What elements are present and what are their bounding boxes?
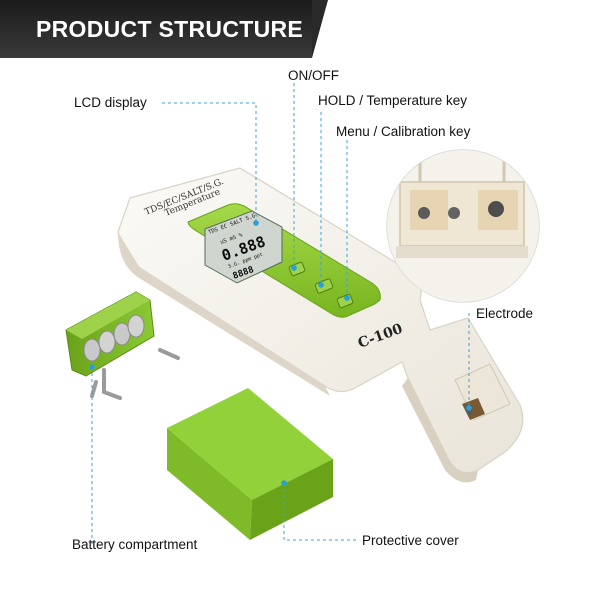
electrode-label: Electrode xyxy=(476,306,534,321)
protective-cover-label: Protective cover xyxy=(362,533,459,548)
battery-compartment xyxy=(65,291,180,400)
on-off-label: ON/OFF xyxy=(288,68,339,83)
lcd-display-label: LCD display xyxy=(74,95,147,110)
leader-lines xyxy=(91,83,470,546)
battery-compartment-label: Battery compartment xyxy=(72,537,198,552)
menu-calibration-key-label: Menu / Calibration key xyxy=(336,124,471,139)
electrode-zoom-view xyxy=(386,149,540,303)
hold-temperature-key[interactable] xyxy=(314,278,334,294)
page-title: PRODUCT STRUCTURE xyxy=(36,16,304,42)
leader-dots xyxy=(89,220,472,486)
hold-temperature-key-label: HOLD / Temperature key xyxy=(318,93,468,108)
title-banner: PRODUCT STRUCTURE xyxy=(0,0,328,58)
protective-cover xyxy=(167,388,333,540)
